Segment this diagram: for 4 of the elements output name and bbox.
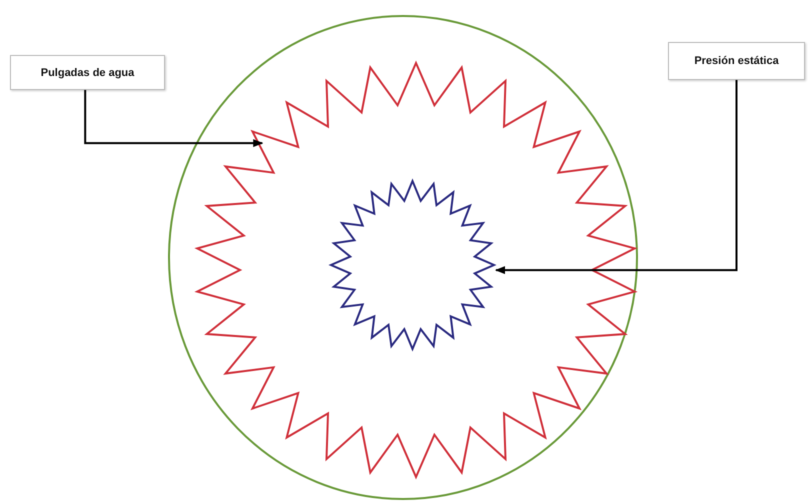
leader-arrow: [495, 80, 738, 274]
callout-label: Presión estática: [668, 42, 805, 80]
leader-arrow: [84, 90, 264, 148]
callout-label: Pulgadas de agua: [10, 55, 165, 90]
